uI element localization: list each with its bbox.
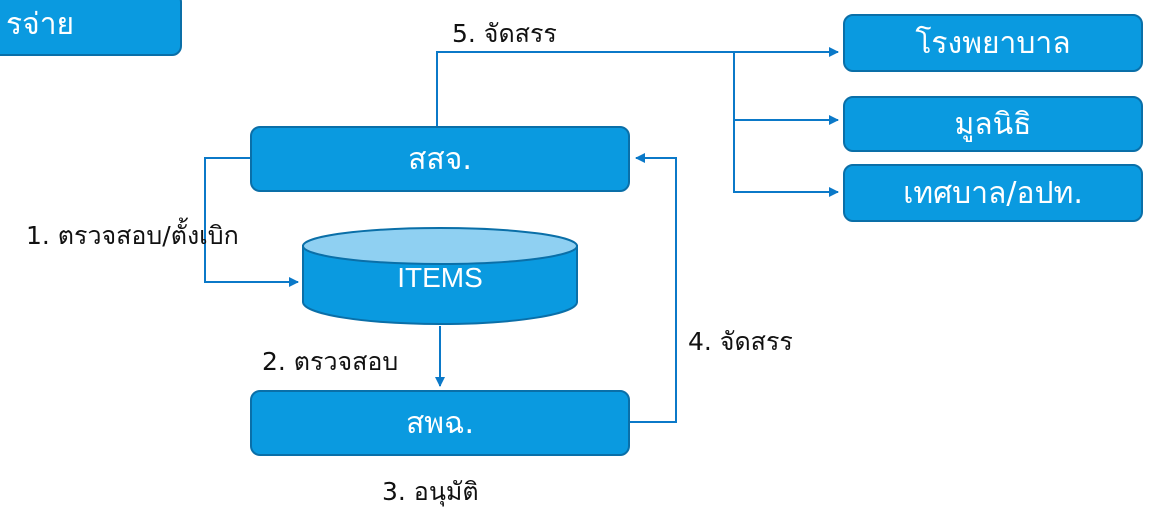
edge-to-foundation <box>733 52 839 125</box>
title-box-label: รจ่าย <box>6 6 75 42</box>
edge-to-municipal <box>733 120 839 197</box>
node-foundation-label: มูลนิธิ <box>954 106 1032 142</box>
node-foundation: มูลนิธิ <box>843 96 1143 152</box>
node-hospital-label: โรงพยาบาล <box>915 25 1071 61</box>
edge-step5-label: 5. จัดสรร <box>452 19 557 48</box>
node-spc-label: สพฉ. <box>405 405 475 441</box>
edge-step4-label: 4. จัดสรร <box>688 327 793 356</box>
node-spc: สพฉ. <box>250 390 630 456</box>
node-municipal-label: เทศบาล/อปท. <box>903 175 1083 211</box>
edge-step2-label: 2. ตรวจสอบ <box>262 347 399 376</box>
edge-step4 <box>630 153 677 423</box>
items-database <box>302 227 578 325</box>
title-box: รจ่าย <box>0 0 182 56</box>
edge-step1-label: 1. ตรวจสอบ/ตั้งเบิก <box>26 221 239 250</box>
node-municipal: เทศบาล/อปท. <box>843 164 1143 222</box>
edge-step3-label: 3. อนุมัติ <box>382 477 479 506</box>
node-ssj: สสจ. <box>250 126 630 192</box>
edge-step5 <box>436 47 839 126</box>
node-hospital: โรงพยาบาล <box>843 14 1143 72</box>
node-ssj-label: สสจ. <box>408 141 472 177</box>
node-items-label: ITEMS <box>397 262 483 293</box>
edge-step1 <box>204 157 299 287</box>
